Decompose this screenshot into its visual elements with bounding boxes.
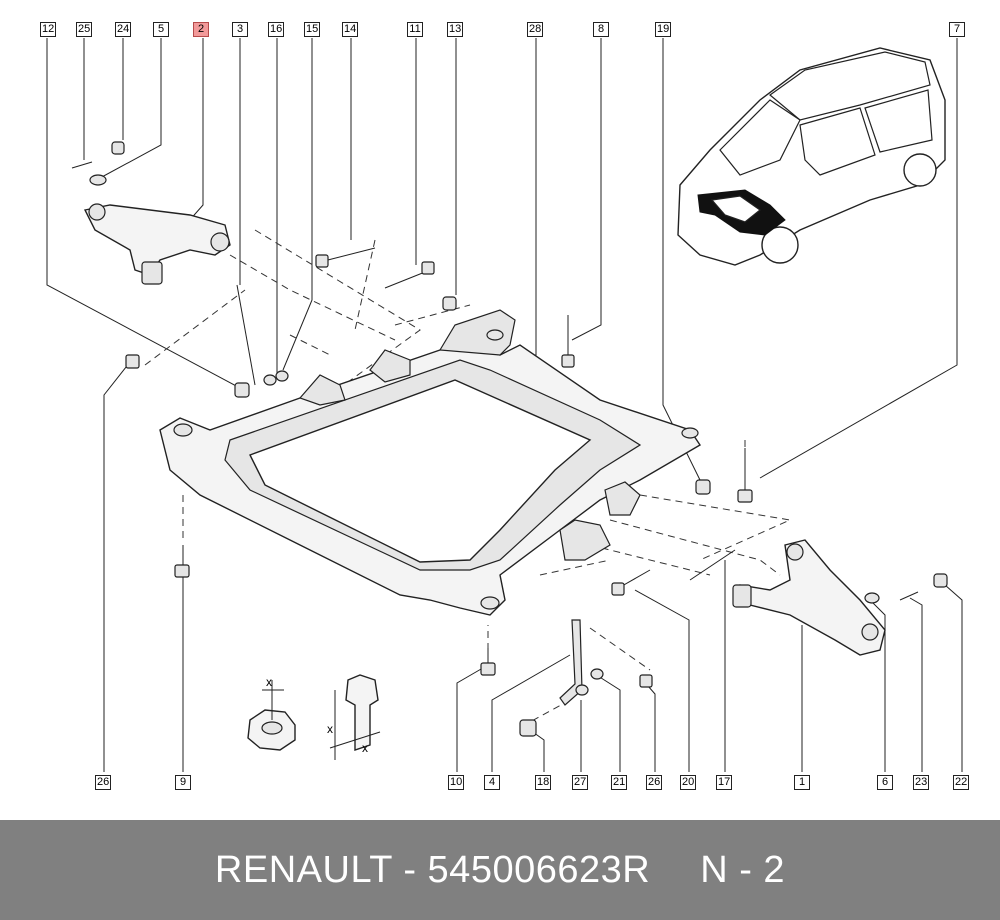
callout-top-8: 8: [593, 22, 609, 37]
dimension-x-bolt-thread: x: [362, 741, 368, 755]
callout-bottom-20: 20: [680, 775, 697, 790]
exploded-parts-diagram: .ln { stroke:#222; stroke-width:1; fill:…: [46, 38, 963, 772]
callout-bottom-22: 22: [953, 775, 970, 790]
callout-bottom-18: 18: [535, 775, 552, 790]
callout-bottom-26-right: 26: [646, 775, 663, 790]
callout-bottom-26-left: 26: [95, 775, 112, 790]
subframe: [159, 309, 701, 616]
callout-bottom-4: 4: [484, 775, 500, 790]
brand-part-number: RENAULT - 545006623R: [214, 848, 651, 891]
part-number-footer: RENAULT - 545006623R N - 2: [0, 820, 1000, 920]
callout-bottom-21: 21: [611, 775, 628, 790]
callout-bottom-6: 6: [877, 775, 893, 790]
callout-top-24: 24: [115, 22, 132, 37]
page-indicator: N - 2: [700, 848, 786, 891]
right-control-arm: [732, 539, 886, 656]
callout-top-13: 13: [447, 22, 464, 37]
callout-bottom-1: 1: [794, 775, 810, 790]
dimension-x-bolt-length: x: [327, 722, 333, 736]
callout-top-3: 3: [232, 22, 248, 37]
nut-bolt-detail: [247, 674, 381, 760]
callout-bottom-9: 9: [175, 775, 191, 790]
callout-top-2-highlighted: 2: [193, 22, 209, 37]
callout-top-15: 15: [304, 22, 321, 37]
leader-lines: [46, 38, 963, 772]
callout-bottom-23: 23: [913, 775, 930, 790]
vehicle-illustration: [677, 47, 946, 266]
dimension-mark-labels: x x x: [266, 675, 368, 755]
left-control-arm: [83, 203, 231, 285]
callout-bottom-10: 10: [448, 775, 465, 790]
callout-top-7: 7: [949, 22, 965, 37]
callout-top-5: 5: [153, 22, 169, 37]
callout-top-11: 11: [407, 22, 423, 37]
callout-bottom-27: 27: [572, 775, 589, 790]
fasteners: [71, 141, 948, 737]
callout-top-19: 19: [655, 22, 672, 37]
dimension-x-nut: x: [266, 675, 272, 689]
callout-top-28: 28: [527, 22, 544, 37]
callout-top-25: 25: [76, 22, 93, 37]
callout-bottom-17: 17: [716, 775, 733, 790]
callout-top-14: 14: [342, 22, 359, 37]
callout-top-12: 12: [40, 22, 57, 37]
callout-top-16: 16: [268, 22, 285, 37]
